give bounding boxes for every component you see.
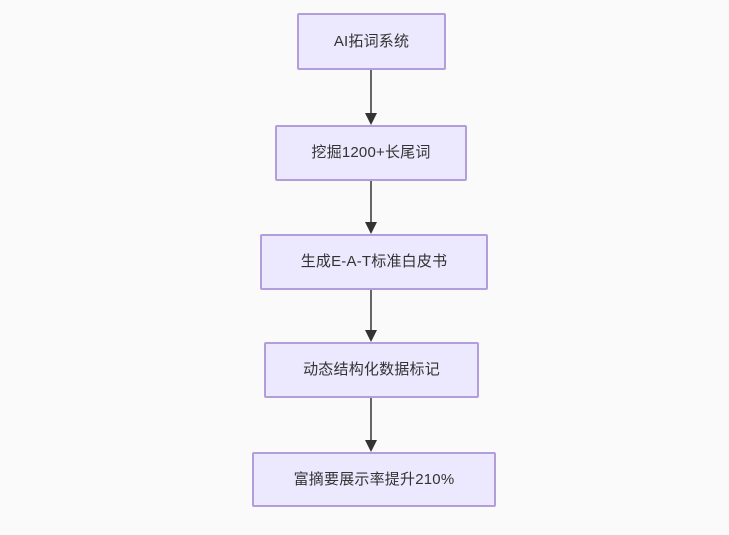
flow-node-mine-longtail-keywords[interactable]: 挖掘1200+长尾词 [275,125,467,181]
edge-arrow-2-icon [365,181,377,234]
edge-arrow-3-icon [365,290,377,342]
flow-node-label: 挖掘1200+长尾词 [311,144,431,161]
flow-node-dynamic-structured-data-markup[interactable]: 动态结构化数据标记 [264,342,479,398]
flow-node-generate-eat-whitepaper[interactable]: 生成E-A-T标准白皮书 [260,234,488,290]
flow-node-label: 生成E-A-T标准白皮书 [300,253,448,270]
flow-node-label: AI拓词系统 [333,32,410,50]
flow-node-label: 动态结构化数据标记 [303,361,440,378]
edge-arrow-4-icon [365,398,377,452]
flow-node-rich-snippet-impression-lift[interactable]: 富摘要展示率提升210% [252,452,496,507]
edge-arrow-1-icon [365,70,377,125]
flow-node-label: 富摘要展示率提升210% [293,470,455,488]
flow-node-ai-keyword-system[interactable]: AI拓词系统 [297,13,446,70]
